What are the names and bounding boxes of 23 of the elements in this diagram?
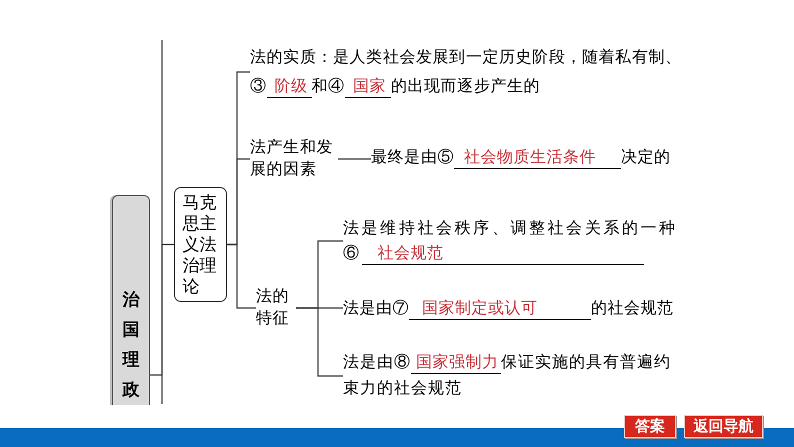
connector-line — [150, 244, 174, 376]
statement-text: 法的实质：是人类社会发展到一定历史阶段，随着私有制、③ 阶级 和④ 国家 的出现而逐步产生的 — [250, 43, 688, 101]
statement-text: 法是由⑦ 国家制定或认可 的社会规范 — [343, 297, 693, 321]
fill-in-line: 国家制定或认可 — [409, 299, 591, 320]
connector-line — [227, 244, 256, 309]
fill-in-line: 国家强制力 — [411, 353, 501, 374]
statement-text: 最终是由⑤ 社会物质生活条件 决定的 — [371, 147, 691, 169]
topic-label: 治国理政 — [122, 289, 140, 402]
back-navigation-button: 返回导航 — [684, 415, 763, 438]
branch-label: 法产生和发展的因素 — [250, 137, 338, 181]
fill-in-line: 国家 — [344, 77, 391, 98]
fill-in-line: 社会物质生活条件 — [454, 148, 621, 169]
statement-text: 法是维持社会秩序、调整社会关系的一种⑥ 社会规范 — [343, 216, 685, 266]
fill-in-line: 社会规范 — [362, 244, 644, 265]
theory-label: 马克思主义法治理论 — [182, 192, 218, 297]
theory-box — [174, 187, 227, 302]
statement-text: 法是由⑧ 国家强制力 保证实施的具有普遍约束力的社会规范 — [343, 350, 679, 402]
fill-in-line: 阶级 — [266, 77, 312, 98]
branch-label: 法的特征 — [256, 286, 296, 330]
topic-box — [112, 195, 150, 405]
connector-line — [296, 307, 343, 377]
connector-line — [338, 158, 371, 160]
answer-button: 答案 — [624, 415, 676, 438]
